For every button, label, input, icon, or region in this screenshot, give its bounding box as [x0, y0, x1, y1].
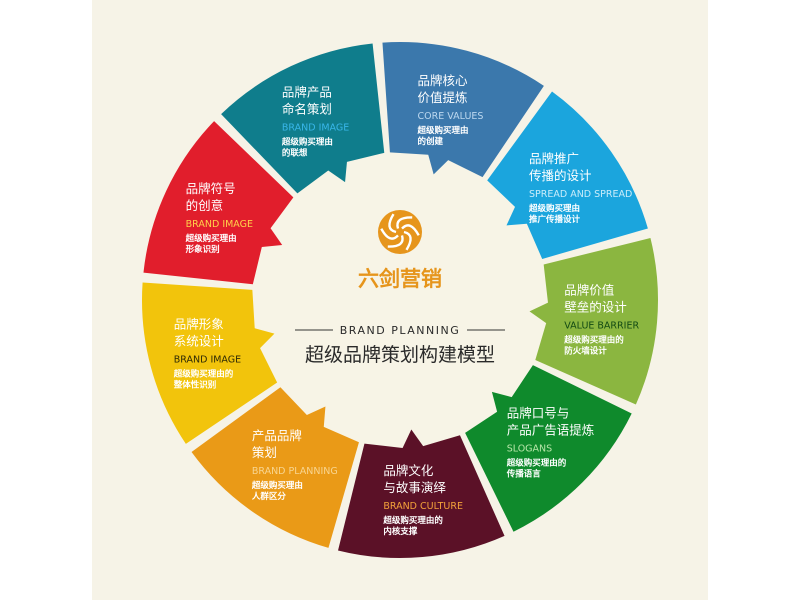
- segment-english-label: SPREAD AND SPREAD: [529, 189, 632, 200]
- segment-title-line: 品牌文化: [383, 463, 434, 478]
- segment-desc-line: 超级购买理由的: [563, 334, 624, 345]
- segment-title-line: 价值提炼: [418, 90, 468, 105]
- segment-title-line: 壁垒的设计: [564, 299, 627, 314]
- segment-english-label: BRAND IMAGE: [282, 123, 349, 134]
- wheel-segment-5: [338, 429, 505, 558]
- logo-swirl-stroke: [401, 224, 420, 236]
- segment-title-line: 命名策划: [282, 102, 332, 117]
- wheel-segment-9: [221, 43, 385, 194]
- segment-english-label: CORE VALUES: [418, 111, 484, 122]
- segment-desc-line: 超级购买理由的: [173, 369, 234, 380]
- segment-title-line: 品牌核心: [418, 73, 469, 88]
- segment-desc-line: 超级购买理由: [251, 480, 303, 491]
- segment-english-label: SLOGANS: [507, 444, 552, 455]
- wheel-segment-7: [142, 282, 278, 444]
- segment-title-line: 产品广告语提炼: [507, 423, 595, 438]
- segment-desc-line: 内核支撑: [383, 526, 418, 537]
- segment-title-line: 产品品牌: [252, 428, 302, 443]
- segment-title-line: 与故事演绎: [383, 480, 446, 495]
- logo-swirl-stroke: [403, 230, 412, 251]
- wheel-segment-8: [143, 121, 294, 285]
- segment-desc-line: 超级购买理由: [528, 203, 580, 214]
- segment-title-line: 品牌推广: [529, 151, 579, 166]
- segment-desc-line: 人群区分: [252, 491, 287, 502]
- segment-english-label: BRAND IMAGE: [174, 355, 241, 366]
- wheel-segment-3: [529, 238, 658, 405]
- model-title: 超级品牌策划构建模型: [305, 344, 495, 366]
- segment-title-line: 品牌口号与: [507, 406, 570, 421]
- logo-swirl-stroke: [380, 228, 399, 240]
- wheel-segment-6: [191, 387, 359, 548]
- subtitle-en: BRAND PLANNING: [340, 324, 460, 337]
- logo-swirl-stroke: [387, 235, 404, 248]
- logo-swirl-stroke: [388, 213, 397, 234]
- brand-name: 六剑营销: [358, 267, 442, 291]
- segment-desc-line: 传播语言: [506, 469, 542, 480]
- segment-title-line: 品牌产品: [282, 85, 332, 100]
- segment-title-line: 策划: [252, 445, 277, 460]
- wheel-segment-2: [487, 91, 648, 259]
- segment-desc-line: 的联想: [282, 148, 308, 159]
- segment-english-label: VALUE BARRIER: [564, 320, 639, 331]
- segment-desc-line: 超级购买理由: [281, 137, 333, 148]
- segment-title-line: 传播的设计: [529, 168, 592, 183]
- wheel-segment-1: [382, 42, 544, 178]
- segment-title-line: 品牌价值: [564, 282, 614, 297]
- wheel-center: 六剑营销 BRAND PLANNING 超级品牌策划构建模型: [295, 210, 505, 366]
- segment-title-line: 的创意: [186, 198, 224, 213]
- segment-desc-line: 形象识别: [186, 244, 220, 255]
- segment-desc-line: 推广传播设计: [529, 214, 581, 225]
- segment-title-line: 系统设计: [174, 334, 224, 349]
- wheel-segment-4: [465, 365, 632, 532]
- segment-english-label: BRAND CULTURE: [383, 501, 463, 512]
- segment-desc-line: 整体性识别: [174, 380, 217, 391]
- segment-desc-line: 防火墙设计: [564, 345, 607, 356]
- segment-desc-line: 超级购买理由: [185, 233, 237, 244]
- segment-title-line: 品牌形象: [174, 317, 224, 332]
- swirl-logo-icon: [378, 210, 422, 254]
- segment-english-label: BRAND PLANNING: [252, 466, 338, 477]
- segment-english-label: BRAND IMAGE: [186, 219, 253, 230]
- segment-desc-line: 的创建: [418, 136, 444, 147]
- logo-swirl-stroke: [396, 216, 413, 229]
- segment-desc-line: 超级购买理由的: [506, 458, 567, 469]
- segment-title-line: 品牌符号: [186, 181, 236, 196]
- center-disc: [250, 150, 550, 450]
- segment-desc-line: 超级购买理由的: [382, 515, 443, 526]
- segment-desc-line: 超级购买理由: [417, 125, 469, 136]
